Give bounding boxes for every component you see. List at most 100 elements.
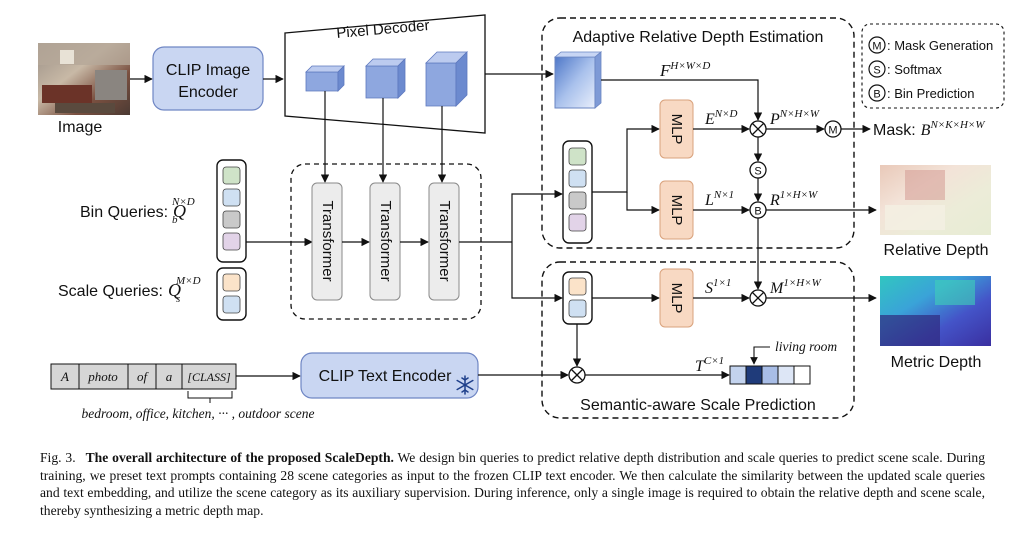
svg-text:M: M bbox=[828, 125, 837, 137]
tensor-T-symbol: T bbox=[695, 358, 705, 375]
scale-query-1 bbox=[222, 273, 241, 292]
tensor-F-symbol: F bbox=[659, 61, 671, 80]
edge-label-selected-bin bbox=[750, 346, 770, 365]
text-prompt: A photo of a [CLASS] bbox=[50, 363, 237, 390]
bin-queries-text: Bin Queries: bbox=[80, 204, 168, 221]
svg-text:Bin Queries:Q: Bin Queries: Q bbox=[80, 201, 186, 221]
mask-output-prefix: Mask: bbox=[873, 122, 916, 139]
bin-queries-sub: b bbox=[172, 214, 178, 226]
bin-query-1 bbox=[222, 166, 241, 185]
legend-mask-label: : Mask Generation bbox=[887, 38, 993, 53]
legend-bin-label: : Bin Prediction bbox=[887, 86, 974, 101]
tensor-S-sup: 1×1 bbox=[713, 277, 731, 289]
clip-image-encoder-line1: CLIP Image bbox=[166, 62, 250, 79]
bin-queries-symbol: Q bbox=[173, 201, 186, 221]
updated-scale-query-2 bbox=[568, 299, 587, 318]
mask-output: Mask:BN×K×H×W bbox=[873, 119, 985, 139]
tensor-P-symbol: P bbox=[769, 111, 780, 128]
updated-bin-query-3 bbox=[568, 191, 587, 210]
op-softmax-icon: S bbox=[749, 161, 767, 179]
tensor-L-symbol: L bbox=[704, 192, 714, 209]
updated-bin-query-4 bbox=[568, 213, 587, 232]
caption-figure-number: Fig. 3. bbox=[40, 450, 76, 465]
legend-softmax-label: : Softmax bbox=[887, 62, 942, 77]
legend-mask: M : Mask Generation bbox=[868, 36, 993, 54]
edge-binq-mlp2 bbox=[626, 192, 660, 215]
svg-text:M: M bbox=[872, 41, 881, 53]
snowflake-icon bbox=[456, 375, 474, 395]
prompt-token-2: of bbox=[137, 369, 150, 384]
op-multiply-icon bbox=[749, 120, 767, 138]
tensor-F: FH×W×D bbox=[659, 60, 710, 80]
edge-binq-mlp1 bbox=[592, 124, 660, 193]
tensor-S: S1×1 bbox=[705, 277, 731, 297]
relative-depth-label: Relative Depth bbox=[884, 242, 989, 259]
scale-queries-sup: M×D bbox=[175, 275, 201, 287]
semantic-title: Semantic-aware Scale Prediction bbox=[580, 397, 816, 414]
scale-query-2 bbox=[222, 295, 241, 314]
image-label: Image bbox=[58, 119, 103, 136]
tensor-P: PN×H×W bbox=[769, 108, 820, 128]
mask-output-sup: N×K×H×W bbox=[929, 119, 985, 131]
transformer-1-label: Transformer bbox=[319, 200, 336, 281]
bin-queries-sup: N×D bbox=[171, 196, 195, 208]
svg-text:S: S bbox=[754, 166, 761, 178]
input-image bbox=[38, 43, 130, 115]
caption-body: We design bin queries to predict relativ… bbox=[40, 450, 985, 518]
tensor-P-sup: N×H×W bbox=[779, 108, 820, 120]
tensor-M: M1×H×W bbox=[769, 277, 822, 297]
relative-depth-image bbox=[880, 165, 991, 235]
adaptive-title: Adaptive Relative Depth Estimation bbox=[573, 29, 824, 46]
op-bin-icon: B bbox=[749, 201, 767, 219]
clip-text-encoder-label: CLIP Text Encoder bbox=[319, 368, 452, 385]
svg-text:B: B bbox=[754, 206, 761, 218]
mlp-logits-label: MLP bbox=[668, 195, 685, 226]
tensor-F-sup: H×W×D bbox=[669, 60, 710, 72]
adaptive-region bbox=[541, 17, 855, 249]
scale-queries-label: Scale Queries: Q M×D s bbox=[58, 275, 201, 305]
scale-queries-symbol: Q bbox=[168, 280, 181, 300]
feature-cube-large bbox=[425, 51, 468, 107]
legend-bin: B : Bin Prediction bbox=[868, 84, 974, 102]
architecture-diagram: Image CLIP Image Encoder Pixel Decoder B… bbox=[38, 14, 1005, 421]
tensor-S-symbol: S bbox=[705, 280, 713, 297]
prompt-category-bracket bbox=[187, 391, 233, 399]
bin-query-2 bbox=[222, 188, 241, 207]
svg-text:S: S bbox=[873, 65, 880, 77]
prompt-token-3: a bbox=[166, 369, 173, 384]
tensor-M-sup: 1×H×W bbox=[783, 277, 821, 289]
edge-to-bin-queries bbox=[511, 189, 563, 242]
clip-image-encoder-line2: Encoder bbox=[178, 84, 238, 101]
prompt-categories: bedroom, office, kitchen, ··· , outdoor … bbox=[81, 406, 314, 421]
prompt-token-4: [CLASS] bbox=[187, 370, 231, 384]
prompt-token-1: photo bbox=[87, 369, 118, 384]
scale-queries-text: Scale Queries: bbox=[58, 283, 163, 300]
bin-query-3 bbox=[222, 210, 241, 229]
updated-scale-query-1 bbox=[568, 277, 587, 296]
figure-caption: Fig. 3. The overall architecture of the p… bbox=[40, 449, 985, 519]
tensor-R-sup: 1×H×W bbox=[780, 189, 818, 201]
updated-bin-query-1 bbox=[568, 147, 587, 166]
tensor-M-symbol: M bbox=[769, 280, 785, 297]
tensor-E: EN×D bbox=[704, 108, 738, 128]
transformer-2-label: Transformer bbox=[377, 200, 394, 281]
semantic-region bbox=[541, 261, 855, 419]
metric-depth-label: Metric Depth bbox=[891, 354, 982, 371]
scale-queries-sub: s bbox=[176, 293, 180, 305]
edge-F-multiply bbox=[601, 79, 763, 121]
transformer-3-label: Transformer bbox=[436, 200, 453, 281]
scene-score-vector bbox=[729, 365, 811, 385]
selected-category: living room bbox=[775, 339, 837, 354]
op-multiply-icon bbox=[749, 289, 767, 307]
legend-box bbox=[861, 23, 1005, 109]
mlp-scale-label: MLP bbox=[668, 283, 685, 314]
caption-title: The overall architecture of the proposed… bbox=[85, 450, 394, 465]
tensor-L-sup: N×1 bbox=[713, 189, 734, 201]
tensor-E-sup: N×D bbox=[714, 108, 738, 120]
tensor-R: R1×H×W bbox=[769, 189, 818, 209]
edge-to-scale-queries bbox=[511, 242, 563, 303]
tensor-R-symbol: R bbox=[769, 192, 780, 209]
feature-cube-medium bbox=[365, 58, 406, 99]
bin-query-4 bbox=[222, 232, 241, 251]
svg-text:Scale Queries:Q: Scale Queries: Q bbox=[58, 280, 181, 300]
